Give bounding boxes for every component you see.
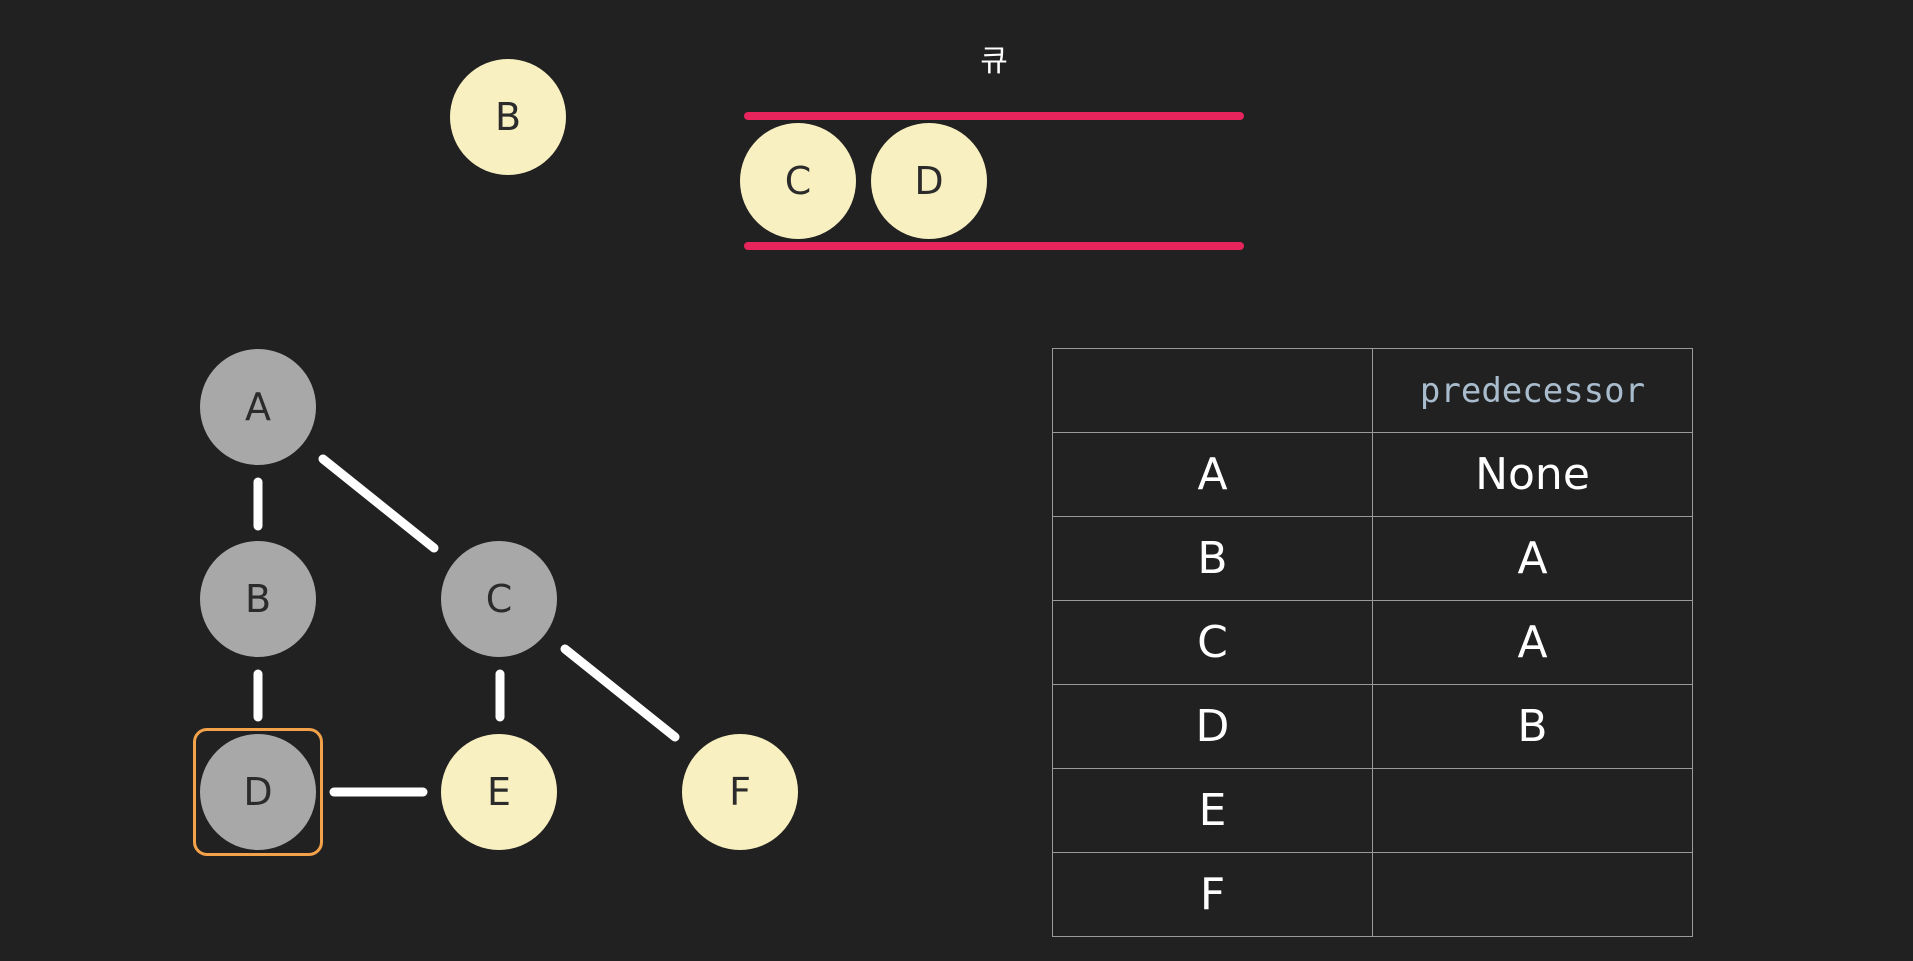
predecessor-cell: None [1372, 432, 1693, 517]
node-cell: D [1052, 684, 1373, 769]
queue-item: D [871, 123, 987, 239]
queue-title: 큐 [980, 44, 1008, 79]
table-row: B A [1052, 516, 1693, 601]
node-cell: F [1052, 852, 1373, 937]
table-row: F [1052, 852, 1693, 937]
graph-node-f: F [682, 734, 798, 850]
node-cell: B [1052, 516, 1373, 601]
table-header-row: predecessor [1052, 348, 1693, 433]
current-node: B [450, 59, 566, 175]
node-cell: A [1052, 432, 1373, 517]
table-row: A None [1052, 432, 1693, 517]
queue-item: C [740, 123, 856, 239]
table-header-cell [1052, 348, 1373, 433]
edge-c-f [560, 644, 680, 742]
graph-node-d: D [200, 734, 316, 850]
graph-node-c: C [441, 541, 557, 657]
predecessor-cell [1372, 852, 1693, 937]
graph-node-b: B [200, 541, 316, 657]
graph-node-e: E [441, 734, 557, 850]
predecessor-cell: A [1372, 600, 1693, 685]
predecessor-cell [1372, 768, 1693, 853]
edge-a-c [318, 454, 439, 553]
predecessor-table: predecessor A None B A C A D B E F [1052, 348, 1693, 937]
graph-node-a: A [200, 349, 316, 465]
current-node-highlight [193, 728, 323, 856]
node-cell: E [1052, 768, 1373, 853]
table-row: D B [1052, 684, 1693, 769]
predecessor-cell: B [1372, 684, 1693, 769]
table-row: E [1052, 768, 1693, 853]
predecessor-header: predecessor [1372, 348, 1693, 433]
queue-bottom-bar [744, 242, 1244, 250]
predecessor-cell: A [1372, 516, 1693, 601]
node-cell: C [1052, 600, 1373, 685]
queue-top-bar [744, 112, 1244, 120]
table-row: C A [1052, 600, 1693, 685]
